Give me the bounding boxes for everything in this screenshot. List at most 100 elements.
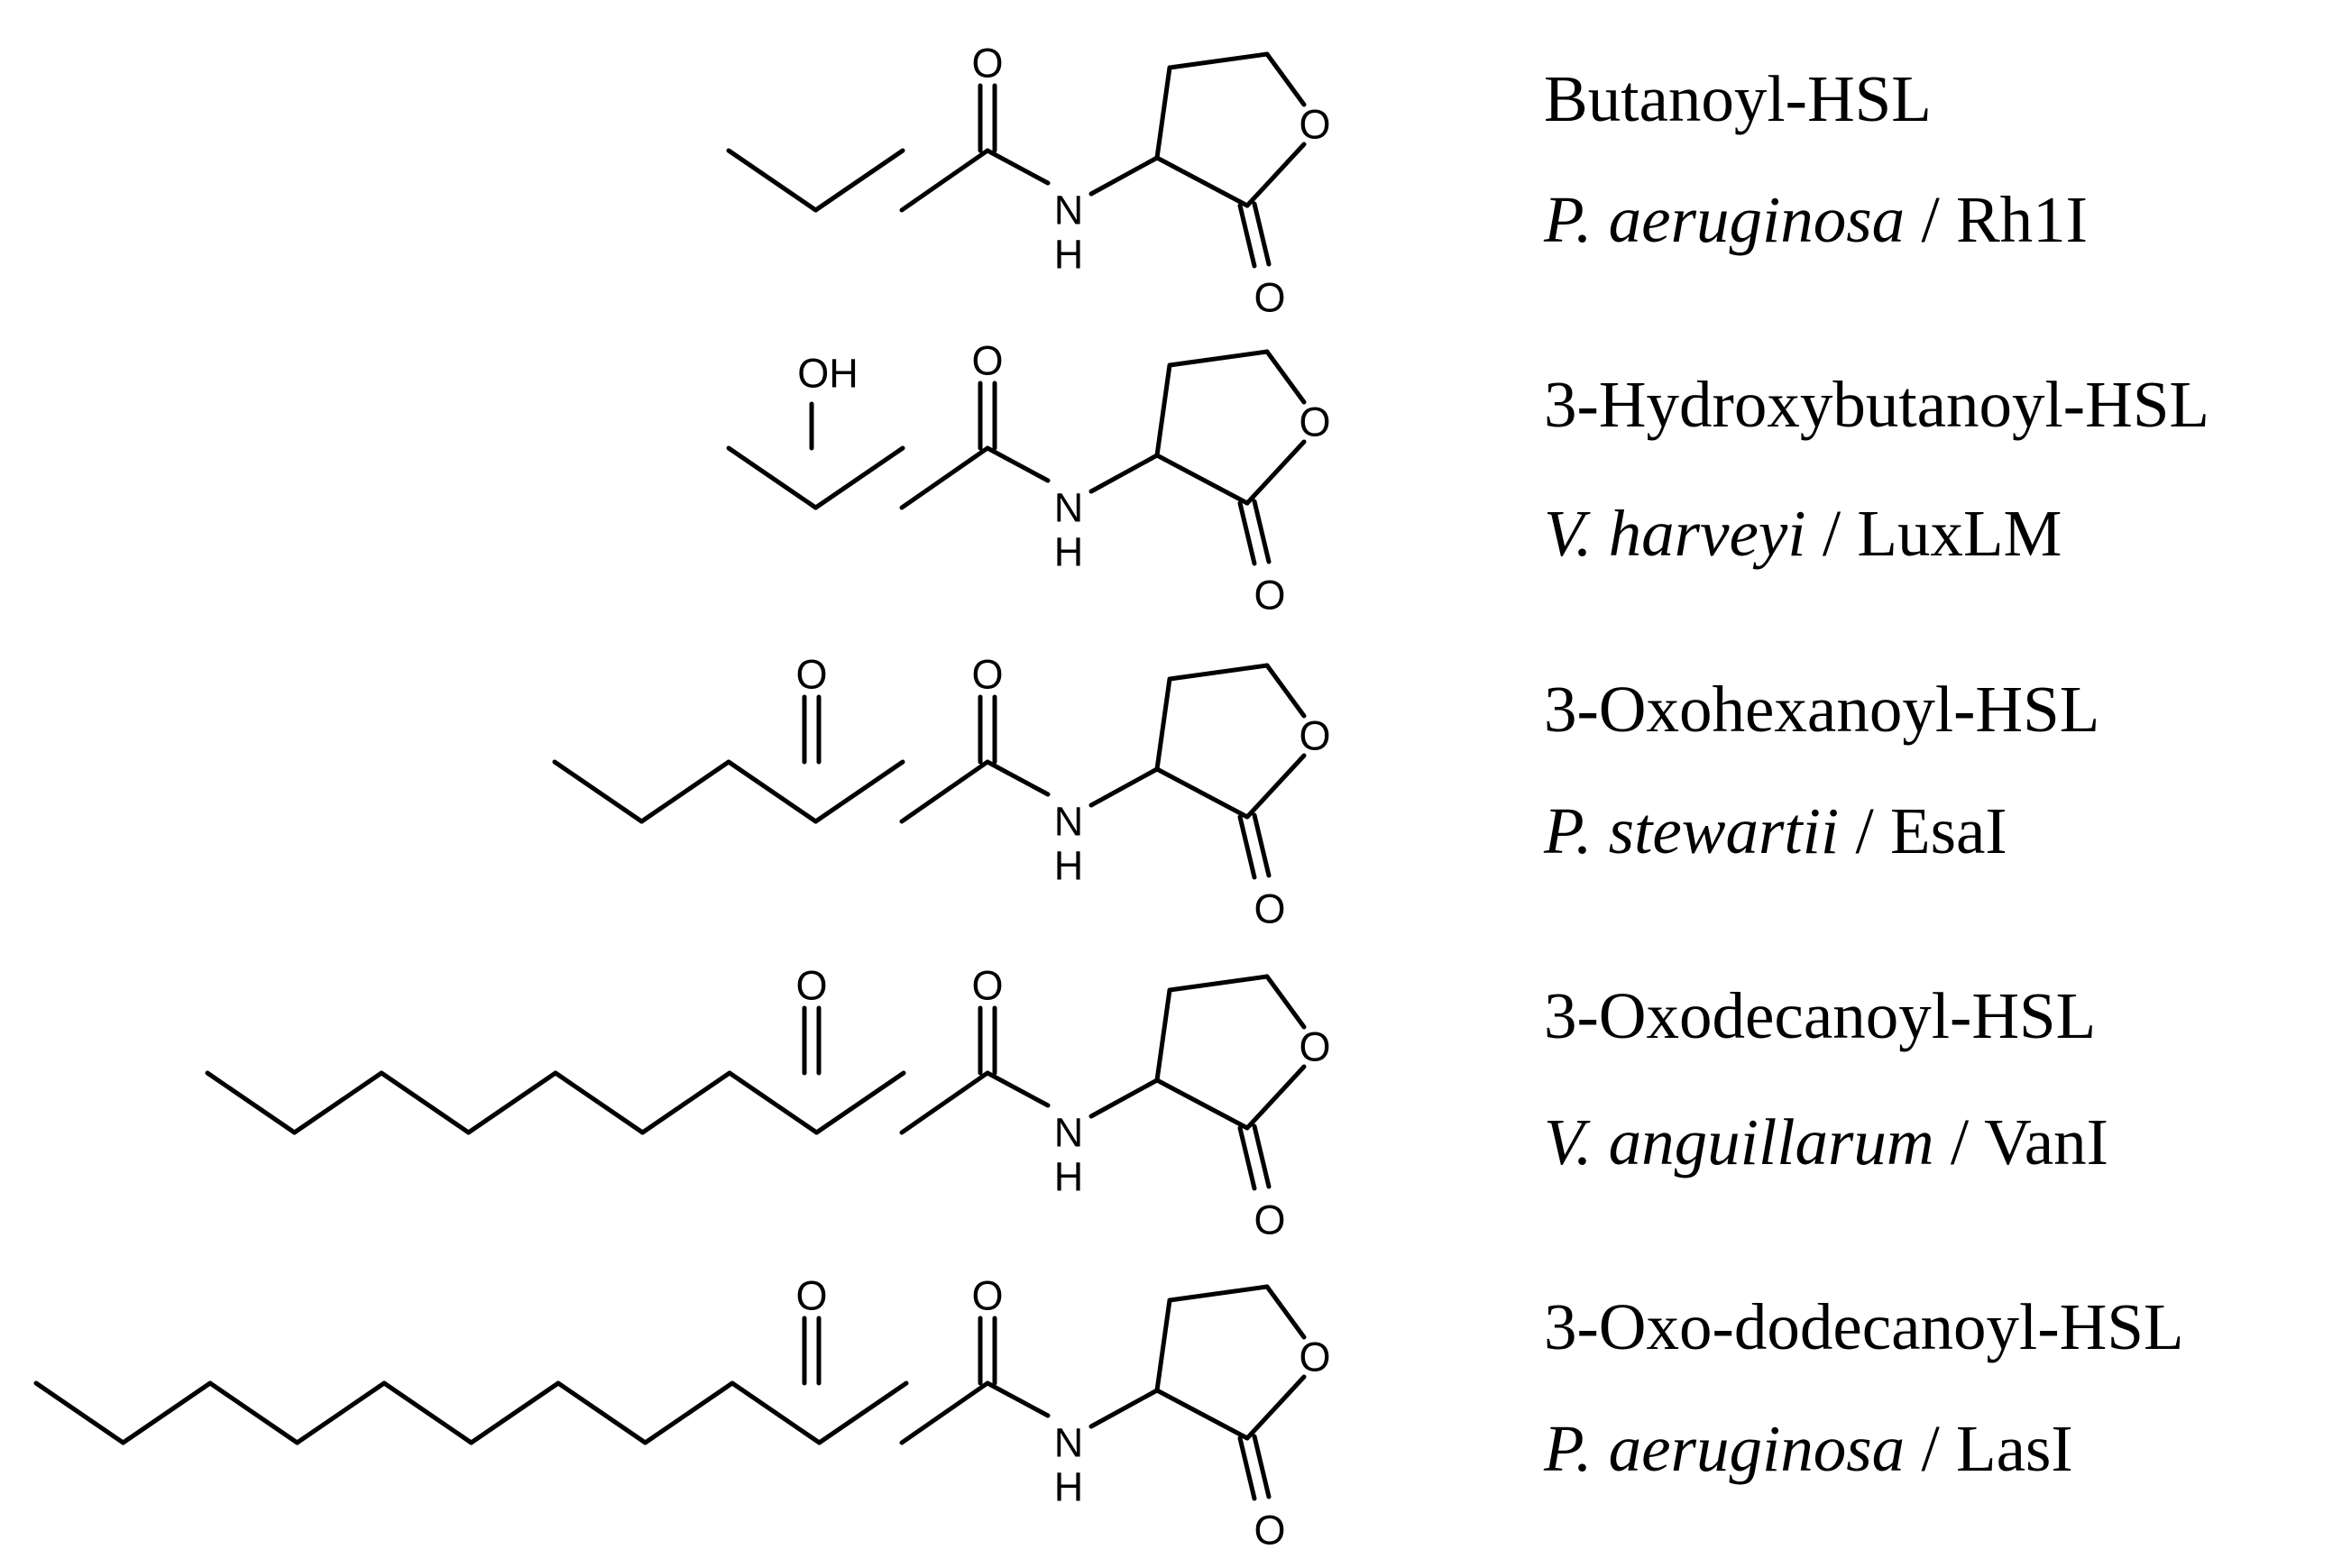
chain-bond — [205, 1070, 297, 1135]
lactone-carbonyl-double-bond — [1237, 814, 1257, 880]
separator: / — [1839, 794, 1891, 867]
ring-oxygen-label: O — [1299, 1334, 1330, 1380]
lactone-oxygen-label: O — [1254, 1508, 1285, 1554]
species-name: P. aeruginosa — [1544, 183, 1906, 256]
chain-bond — [817, 1380, 909, 1445]
ring-oxygen-label: O — [1299, 102, 1330, 148]
lactone-oxygen-label: O — [1254, 1197, 1285, 1243]
nitrogen-label: N — [1054, 1420, 1084, 1466]
nitrogen-label: N — [1054, 1110, 1084, 1156]
chain-bond — [899, 1380, 990, 1445]
chain-bond — [207, 1380, 299, 1445]
separator: / — [1933, 1105, 1985, 1178]
ring-bond — [1154, 362, 1172, 458]
acyl-chain — [726, 148, 905, 213]
nitrogen-label: N — [1054, 799, 1084, 845]
ring-bond — [1244, 1064, 1307, 1131]
n-ring-bond — [1088, 1388, 1160, 1429]
n-ring-bond — [1088, 155, 1160, 197]
organism-synthase: P. aeruginosa / LasI — [1544, 1416, 2073, 1481]
ring-oxygen-label: O — [1299, 399, 1330, 445]
chain-bond — [730, 1380, 822, 1445]
ring-bond — [1154, 987, 1172, 1083]
ring-bond — [1244, 439, 1307, 506]
organism-synthase: P. stewartii / EsaI — [1544, 798, 2007, 864]
acyl-chain: O — [205, 963, 906, 1135]
n-ring-bond — [1088, 766, 1160, 808]
species-name: P. stewartii — [1544, 794, 1840, 867]
chain-bond — [899, 1070, 990, 1135]
lactone-carbonyl-double-bond — [1237, 500, 1257, 566]
acyl-chain: O — [552, 652, 905, 824]
ring-bond — [1264, 51, 1307, 107]
keto-oxygen-label: O — [795, 963, 827, 1009]
molecule-name: 3-Oxodecanoyl-HSL — [1544, 979, 2097, 1052]
acyl-chain: O — [33, 1273, 909, 1445]
acyl-chain: OH — [726, 351, 905, 510]
chain-bond — [295, 1380, 387, 1445]
chain-bond — [640, 1070, 732, 1135]
n-ring-bond — [1088, 453, 1160, 494]
molecule-name: Butanoyl-HSL — [1544, 62, 1932, 135]
ring-bond — [1167, 1284, 1270, 1303]
ring-bond — [1154, 1388, 1250, 1441]
ring-bond — [1264, 1284, 1307, 1340]
amide-bond — [985, 445, 1051, 483]
chain-bond — [466, 1070, 558, 1135]
chain-bond — [813, 759, 905, 824]
chain-bond — [552, 759, 644, 824]
chain-bond — [553, 1070, 645, 1135]
ring-bond — [1154, 766, 1250, 820]
ring-bond — [1244, 753, 1307, 820]
hydrogen-label: H — [1054, 843, 1084, 889]
keto-oxygen-label: O — [795, 1273, 827, 1319]
synthase-name: VanI — [1984, 1105, 2108, 1178]
chain-bond — [727, 1070, 819, 1135]
chain-bond — [643, 1380, 735, 1445]
lactone-carbonyl-double-bond — [1252, 499, 1272, 564]
synthase-name: LasI — [1955, 1412, 2073, 1485]
ring-bond — [1264, 974, 1307, 1030]
lactone-carbonyl-double-bond — [1252, 201, 1272, 267]
ring-oxygen-label: O — [1299, 1024, 1330, 1070]
chain-bond — [379, 1070, 471, 1135]
amide-bond — [985, 1380, 1051, 1418]
amide-bond — [985, 148, 1051, 186]
hydrogen-label: H — [1054, 232, 1084, 278]
ring-bond — [1167, 349, 1270, 368]
separator: / — [1905, 183, 1956, 256]
lactone-carbonyl-double-bond — [1237, 1435, 1257, 1501]
chain-bond — [469, 1380, 561, 1445]
chain-bond — [292, 1070, 384, 1135]
species-name: V. harveyi — [1544, 497, 1806, 570]
chain-bond — [33, 1380, 125, 1445]
lactone-carbonyl-double-bond — [1252, 1434, 1272, 1499]
species-name: P. aeruginosa — [1544, 1412, 1906, 1485]
amide-bond — [985, 759, 1051, 797]
ring-bond — [1244, 1374, 1307, 1441]
chain-bond — [814, 1070, 906, 1135]
ring-bond — [1264, 663, 1307, 719]
ring-bond — [1154, 1077, 1250, 1131]
chain-bond — [381, 1380, 473, 1445]
ring-oxygen-label: O — [1299, 713, 1330, 759]
amide-oxygen-label: O — [971, 338, 1003, 384]
ring-bond — [1167, 663, 1270, 682]
chain-bond — [556, 1380, 647, 1445]
lactone-carbonyl-double-bond — [1237, 203, 1257, 269]
molecule-name: 3-Hydroxybutanoyl-HSL — [1544, 368, 2210, 441]
keto-oxygen-label: O — [795, 652, 827, 698]
ring-bond — [1167, 974, 1270, 993]
organism-synthase: V. harveyi / LuxLM — [1544, 500, 2062, 566]
species-name: V. anguillarum — [1544, 1105, 1934, 1178]
amide-oxygen-label: O — [971, 41, 1003, 87]
chain-bond — [639, 759, 731, 824]
